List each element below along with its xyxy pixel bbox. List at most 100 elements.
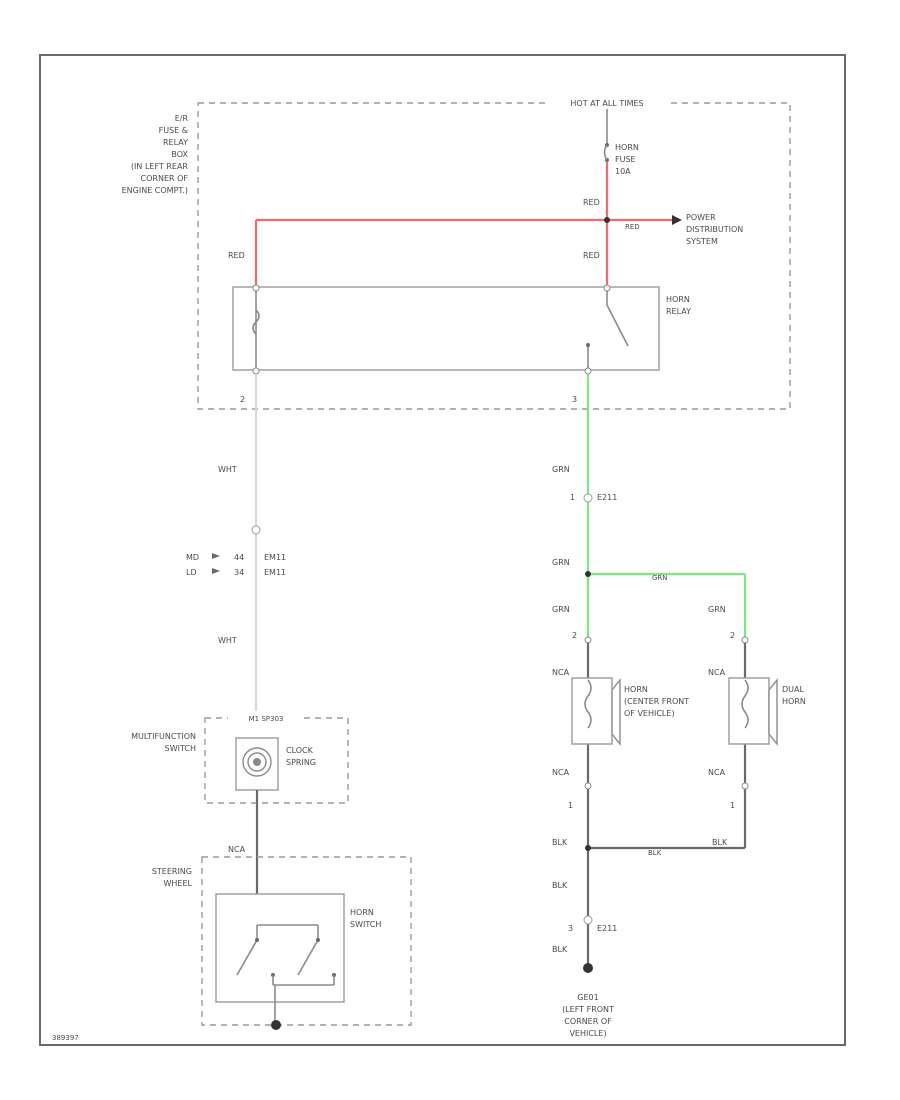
horn-relay-label-line: HORN (666, 295, 690, 304)
wire-label-nca-horn-2-top: NCA (708, 668, 726, 677)
fuse-box-label-line: ENGINE COMPT.) (122, 186, 188, 195)
horn-1-pin-top: 2 (572, 631, 577, 640)
connector-e211-lower-pin: 3 (568, 924, 573, 933)
mfs-label: MULTIFUNCTION SWITCH (131, 732, 196, 753)
steering-wheel-label-line: WHEEL (164, 879, 193, 888)
horn-1-label-line: HORN (624, 685, 648, 694)
inline-connector-em11-icon (251, 525, 261, 535)
horn-2-label: DUAL HORN (782, 685, 806, 706)
connector-e211-upper-pin: 1 (570, 493, 575, 502)
horn-2-coil-icon (741, 679, 749, 729)
mfs-label-line: SWITCH (165, 744, 196, 753)
horn-switch-box (215, 893, 345, 1003)
horn-1-label-line: (CENTER FRONT (624, 697, 689, 706)
wire-label-blk-3: BLK (712, 838, 728, 847)
power-distribution-label-line: SYSTEM (686, 237, 718, 246)
horn-2-pin-bottom: 1 (730, 801, 735, 810)
wire-label-blk-4: BLK (552, 881, 568, 890)
power-distribution-label: POWER DISTRIBUTION SYSTEM (686, 213, 743, 246)
clock-spring-label-line: SPRING (286, 758, 316, 767)
horn-fuse-label-line: FUSE (615, 155, 636, 164)
steering-wheel-boundary (201, 856, 412, 1026)
horn-2-body (728, 677, 770, 745)
power-distribution-label-line: DISTRIBUTION (686, 225, 743, 234)
wire-label-grn-4: GRN (708, 605, 726, 614)
power-distribution-label-line: POWER (686, 213, 716, 222)
horn-switch-contacts-icon (236, 924, 336, 1020)
arrow-to-power-distribution-icon (672, 215, 682, 225)
wire-label-blk-2: BLK (648, 849, 662, 857)
horn-fuse-label: HORN FUSE 10A (615, 143, 639, 176)
fuse-box-label-line: FUSE & (159, 126, 188, 135)
fuse-box-label-line: BOX (171, 150, 188, 159)
wire-label-wht-lower: WHT (218, 636, 237, 645)
wire-label-nca-switch: NCA (228, 845, 246, 854)
diagram-id: 389397 (52, 1034, 79, 1042)
mfs-label-line: MULTIFUNCTION (131, 732, 196, 741)
horn-1-bell-icon (611, 678, 621, 746)
wire-label-red-left: RED (228, 251, 245, 260)
wire-label-grn-1: GRN (552, 465, 570, 474)
horn-relay-box (232, 286, 660, 371)
mfs-connector-label: M1 SP303 (249, 715, 284, 723)
fuse-box-label-line: (IN LEFT REAR (131, 162, 188, 171)
clock-spring-label: CLOCK SPRING (286, 746, 316, 767)
horn-2-pin-top: 2 (730, 631, 735, 640)
wire-label-grn-2: GRN (552, 558, 570, 567)
horn-1-body (571, 677, 613, 745)
fuse-relay-box-boundary (197, 102, 791, 410)
wire-label-blk-1: BLK (552, 838, 568, 847)
wire-label-nca-horn-2-bottom: NCA (708, 768, 726, 777)
wire-label-red-top: RED (583, 198, 600, 207)
wire-label-grn-3: GRN (552, 605, 570, 614)
wire-label-nca-horn-1-top: NCA (552, 668, 570, 677)
connector-e211-upper-name: E211 (597, 493, 617, 502)
horn-fuse-label-line: HORN (615, 143, 639, 152)
wire-label-nca-horn-1-bottom: NCA (552, 768, 570, 777)
connector-e211-lower-name: E211 (597, 924, 617, 933)
horn-1-pin-top-terminal (584, 636, 592, 644)
fuse-box-label-line: E/R (175, 114, 189, 123)
relay-pin-right-number: 3 (572, 395, 577, 404)
option-arrow-md-icon (212, 553, 220, 559)
connector-m-pin: 44 (234, 553, 244, 562)
steering-wheel-label: STEERING WHEEL (152, 867, 193, 888)
horn-2-pin-bottom-terminal (741, 782, 749, 790)
steering-wheel-label-line: STEERING (152, 867, 192, 876)
ground-ge01-icon (583, 963, 593, 973)
ground-label-line: CORNER OF (564, 1017, 612, 1026)
ground-label-line: GE01 (577, 993, 598, 1002)
option-ld-label: LD (186, 568, 197, 577)
relay-pin-top-left (252, 284, 260, 292)
red-wires (254, 162, 672, 285)
mfs-connector-background (228, 711, 304, 725)
horn-switch-label-line: HORN (350, 908, 374, 917)
fuse-box-label: E/R FUSE & RELAY BOX (IN LEFT REAR CORNE… (122, 114, 189, 195)
wire-label-wht-upper: WHT (218, 465, 237, 474)
hot-at-all-times-label: HOT AT ALL TIMES (570, 99, 643, 108)
wire-label-grn-horizontal: GRN (652, 574, 668, 582)
horn-relay-label-line: RELAY (666, 307, 691, 316)
horn-1-label-line: OF VEHICLE) (624, 709, 675, 718)
fuse-box-label-line: RELAY (163, 138, 188, 147)
relay-pin-left-number: 2 (240, 395, 245, 404)
horn-relay-coil-icon (252, 289, 260, 368)
splice-blk (585, 845, 591, 851)
horn-fuse-label-line: 10A (615, 167, 631, 176)
ground-label: GE01 (LEFT FRONT CORNER OF VEHICLE) (562, 993, 614, 1038)
horn-2-pin-top-terminal (741, 636, 749, 644)
connector-e211-upper-icon (583, 493, 593, 503)
clock-spring-icon (242, 747, 272, 777)
connector-l-name: EM11 (264, 568, 286, 577)
horn-1-pin-bottom-terminal (584, 782, 592, 790)
wire-label-blk-5: BLK (552, 945, 568, 954)
connector-e211-lower-icon (583, 915, 593, 925)
horn-relay-label: HORN RELAY (666, 295, 691, 316)
fuse-box-label-line: CORNER OF (141, 174, 189, 183)
splice-red (604, 217, 610, 223)
clock-spring-label-line: CLOCK (286, 746, 314, 755)
horn-2-label-line: DUAL (782, 685, 804, 694)
horn-1-label: HORN (CENTER FRONT OF VEHICLE) (624, 685, 689, 718)
outer-frame (39, 54, 846, 1046)
